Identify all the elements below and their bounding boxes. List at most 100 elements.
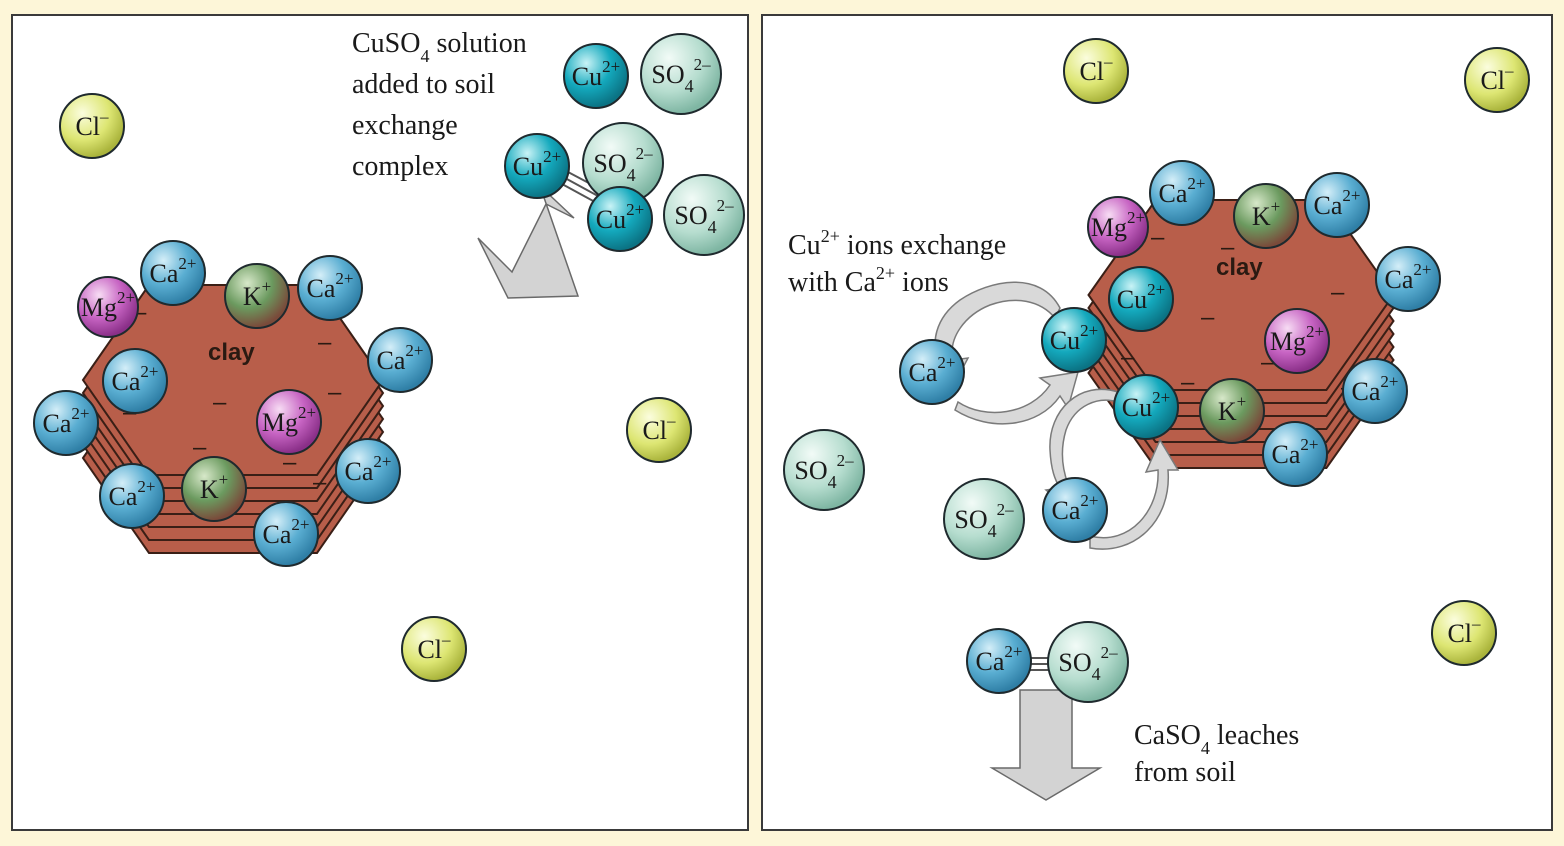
calcium-ion: Ca2+ xyxy=(335,438,401,504)
svg-text:Mg2+: Mg2+ xyxy=(262,403,316,437)
svg-text:SO42–: SO42– xyxy=(954,500,1014,541)
calcium-ion: Ca2+ xyxy=(367,327,433,393)
svg-text:Ca2+: Ca2+ xyxy=(909,353,956,387)
negative-charge: – xyxy=(213,389,227,416)
negative-charge: – xyxy=(328,379,342,406)
calcium-ion: Ca2+ xyxy=(102,348,168,414)
clay-label: clay xyxy=(1216,254,1263,281)
svg-text:Cu2+: Cu2+ xyxy=(1117,280,1165,314)
svg-text:K+: K+ xyxy=(243,277,271,311)
svg-text:Ca2+: Ca2+ xyxy=(263,515,310,549)
svg-text:Cl–: Cl– xyxy=(75,107,109,141)
potassium-ion: K+ xyxy=(224,263,290,329)
calcium-ion: Ca2+ xyxy=(1262,421,1328,487)
copper-ion: Cu2+ xyxy=(1041,307,1107,373)
leach-down-arrow xyxy=(989,689,1103,801)
magnesium-ion: Mg2+ xyxy=(77,276,139,338)
calcium-ion: Ca2+ xyxy=(1342,358,1408,424)
sulfate-ion: SO42– xyxy=(783,429,865,511)
svg-text:Cl–: Cl– xyxy=(1480,61,1514,95)
copper-ion: Cu2+ xyxy=(504,133,570,199)
svg-text:Ca2+: Ca2+ xyxy=(345,452,392,486)
svg-text:Ca2+: Ca2+ xyxy=(150,254,197,288)
svg-text:SO42–: SO42– xyxy=(794,451,854,492)
svg-text:SO42–: SO42– xyxy=(1058,643,1118,684)
negative-charge: – xyxy=(313,469,327,496)
exchange-arrow-lower-right xyxy=(1089,438,1180,550)
svg-text:Cu2+: Cu2+ xyxy=(596,200,644,234)
negative-charge: – xyxy=(1221,234,1235,261)
calcium-ion: Ca2+ xyxy=(1149,160,1215,226)
sulfate-ion: SO42– xyxy=(1047,621,1129,703)
sulfate-ion: SO42– xyxy=(943,478,1025,560)
sulfate-ion: SO42– xyxy=(663,174,745,256)
calcium-ion: Ca2+ xyxy=(99,463,165,529)
svg-text:Mg2+: Mg2+ xyxy=(1091,208,1145,242)
svg-text:Ca2+: Ca2+ xyxy=(43,404,90,438)
magnesium-ion: Mg2+ xyxy=(256,389,322,455)
svg-text:Cl–: Cl– xyxy=(1447,614,1481,648)
svg-text:Ca2+: Ca2+ xyxy=(1314,186,1361,220)
negative-charge: – xyxy=(1331,279,1345,306)
potassium-ion: K+ xyxy=(181,456,247,522)
svg-text:Mg2+: Mg2+ xyxy=(1270,322,1324,356)
calcium-ion: Ca2+ xyxy=(966,628,1032,694)
calcium-ion: Ca2+ xyxy=(1304,172,1370,238)
svg-text:Cu2+: Cu2+ xyxy=(572,57,620,91)
svg-text:Cl–: Cl– xyxy=(417,630,451,664)
negative-charge: – xyxy=(1121,344,1135,371)
calcium-ion: Ca2+ xyxy=(899,339,965,405)
svg-text:Ca2+: Ca2+ xyxy=(109,477,156,511)
svg-text:Cu2+: Cu2+ xyxy=(513,147,561,181)
calcium-ion: Ca2+ xyxy=(1042,477,1108,543)
chloride-ion: Cl– xyxy=(401,616,467,682)
left-caption: CuSO4 solution added to soil exchange co… xyxy=(352,28,534,182)
ions-layer: Cl– Cl– Cl– Cu2+ SO42– Cu2+ SO42– Cu2+ SO42– Ca2+… xyxy=(33,33,1530,703)
chloride-ion: Cl– xyxy=(59,93,125,159)
chloride-ion: Cl– xyxy=(1431,600,1497,666)
left-down-arrow xyxy=(477,185,580,299)
svg-text:Mg2+: Mg2+ xyxy=(81,288,135,322)
svg-text:K+: K+ xyxy=(1252,197,1280,231)
svg-text:Ca2+: Ca2+ xyxy=(377,341,424,375)
svg-text:SO42–: SO42– xyxy=(651,55,711,96)
calcium-ion: Ca2+ xyxy=(253,501,319,567)
copper-ion: Cu2+ xyxy=(1113,374,1179,440)
calcium-ion: Ca2+ xyxy=(1375,246,1441,312)
negative-charge: – xyxy=(318,329,332,356)
svg-text:Ca2+: Ca2+ xyxy=(1159,174,1206,208)
copper-ion: Cu2+ xyxy=(587,186,653,252)
svg-text:Cu2+: Cu2+ xyxy=(1122,388,1170,422)
copper-ion: Cu2+ xyxy=(563,43,629,109)
exchange-arrow-lower-left xyxy=(1044,388,1119,510)
svg-text:Cl–: Cl– xyxy=(1079,52,1113,86)
svg-text:Cl–: Cl– xyxy=(642,411,676,445)
potassium-ion: K+ xyxy=(1199,378,1265,444)
svg-text:SO42–: SO42– xyxy=(593,144,653,185)
negative-charge: – xyxy=(1201,304,1215,331)
negative-charge: – xyxy=(193,434,207,461)
sulfate-ion: SO42– xyxy=(640,33,722,115)
copper-ion: Cu2+ xyxy=(1108,266,1174,332)
svg-text:Ca2+: Ca2+ xyxy=(112,362,159,396)
calcium-ion: Ca2+ xyxy=(140,240,206,306)
svg-text:K+: K+ xyxy=(1218,392,1246,426)
svg-text:Cu2+: Cu2+ xyxy=(1050,321,1098,355)
chloride-ion: Cl– xyxy=(1063,38,1129,104)
svg-text:Ca2+: Ca2+ xyxy=(1272,435,1319,469)
magnesium-ion: Mg2+ xyxy=(1087,196,1149,258)
leach-caption: CaSO4 leaches from soil xyxy=(1134,720,1306,788)
exchange-caption: Cu2+ ions exchange with Ca2+ ions xyxy=(788,226,1013,298)
sulfate-ion: SO42– xyxy=(582,122,664,204)
magnesium-ion: Mg2+ xyxy=(1264,308,1330,374)
negative-charge: – xyxy=(1181,369,1195,396)
svg-text:K+: K+ xyxy=(200,470,228,504)
svg-text:Ca2+: Ca2+ xyxy=(1352,372,1399,406)
calcium-ion: Ca2+ xyxy=(297,255,363,321)
svg-text:Ca2+: Ca2+ xyxy=(1052,491,1099,525)
svg-text:Ca2+: Ca2+ xyxy=(976,642,1023,676)
potassium-ion: K+ xyxy=(1233,183,1299,249)
clay-label: clay xyxy=(208,339,255,366)
svg-text:Ca2+: Ca2+ xyxy=(307,269,354,303)
